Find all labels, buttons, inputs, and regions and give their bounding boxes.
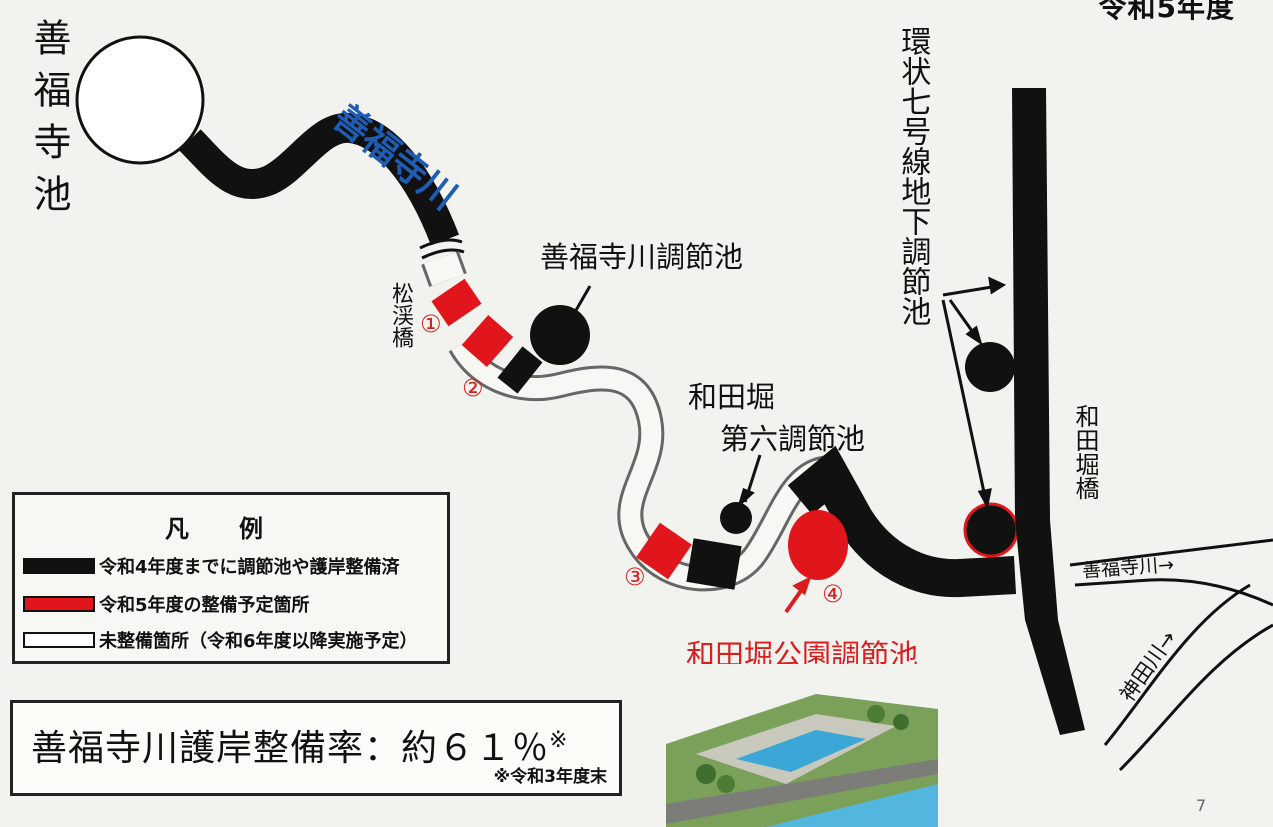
kanda-river: [1103, 583, 1273, 772]
improvement-rate: 善福寺川護岸整備率：約６１％※: [31, 719, 568, 771]
kanjo7-basin-label: 環状七号線地下調節池: [895, 26, 931, 326]
marker-4: ④: [822, 580, 844, 608]
arrow-icon: [941, 299, 987, 498]
wadahori-park-basin-circle: [788, 510, 848, 580]
kanjo7-basin-circle-upper: [965, 342, 1015, 392]
kanjo7-basin-circle-lower: [963, 502, 1019, 558]
legend-label: 未整備箇所（令和6年度以降実施予定）: [99, 631, 418, 652]
arrow-icon: [573, 285, 592, 313]
zenpukuji-basin-label: 善福寺川調節池: [540, 240, 744, 274]
completed-segment: [497, 346, 543, 394]
rate-note-mark: ※: [549, 728, 569, 753]
improvement-rate-text: 善福寺川護岸整備率：約６１％: [31, 728, 550, 769]
marker-3: ③: [624, 563, 646, 591]
bridge-label: 松渓橋: [388, 282, 413, 348]
legend-item: 令和4年度までに調節池や護岸整備済: [23, 553, 400, 579]
park-photo-image: [666, 664, 938, 827]
river-upper-completed: [179, 112, 459, 246]
arrow-icon: [942, 284, 999, 297]
legend-swatch-completed: [23, 558, 95, 574]
marker-1: ①: [420, 310, 442, 338]
legend: 凡例 令和4年度までに調節池や護岸整備済 令和5年度の整備予定箇所 未整備箇所（…: [12, 492, 450, 664]
arrow-icon: [965, 325, 983, 346]
wadahori6-basin-circle: [720, 502, 752, 534]
rate-footnote: ※令和3年度末: [493, 767, 607, 787]
arrow-icon: [988, 276, 1007, 295]
marker-2: ②: [462, 374, 484, 402]
river-unimproved: [451, 339, 832, 589]
zenpukuji-basin-circle: [530, 305, 590, 365]
legend-label: 令和5年度の整備予定箇所: [99, 595, 310, 616]
corner-title: 令和5年度: [1098, 0, 1235, 24]
legend-swatch-planned: [23, 596, 95, 612]
wadahori-label: 和田堀: [688, 380, 776, 414]
legend-item: 令和5年度の整備予定箇所: [23, 591, 310, 617]
legend-title: 凡例: [165, 515, 313, 543]
completed-segment: [686, 538, 742, 590]
improvement-rate-box: 善福寺川護岸整備率：約６１％※ ※令和3年度末: [10, 700, 622, 796]
pond-circle-icon: [75, 35, 205, 165]
legend-item: 未整備箇所（令和6年度以降実施予定）: [23, 627, 418, 653]
river-lower-completed: [787, 445, 1017, 598]
page-number: 7: [1196, 796, 1207, 815]
planned-segment-3: [636, 522, 692, 580]
river-unimproved-upper: [424, 252, 464, 286]
wadahori-bridge-label: 和田堀橋: [1071, 404, 1099, 500]
planned-segment-2: [461, 314, 514, 368]
arrow-icon: [737, 488, 755, 509]
kanjo7-road: [1012, 88, 1085, 735]
bridge-line: [421, 248, 465, 260]
planned-segment-1: [431, 278, 482, 327]
legend-swatch-unimproved: [23, 632, 95, 648]
arrow-icon: [977, 488, 992, 510]
pond-label: 善福寺池: [27, 18, 71, 226]
wadahori6-basin-label: 第六調節池: [720, 422, 866, 456]
zenpukuji-inflow: [1069, 538, 1273, 607]
legend-label: 令和4年度までに調節池や護岸整備済: [99, 557, 400, 578]
bridge-line: [419, 238, 463, 250]
arrow-icon: [792, 576, 812, 596]
